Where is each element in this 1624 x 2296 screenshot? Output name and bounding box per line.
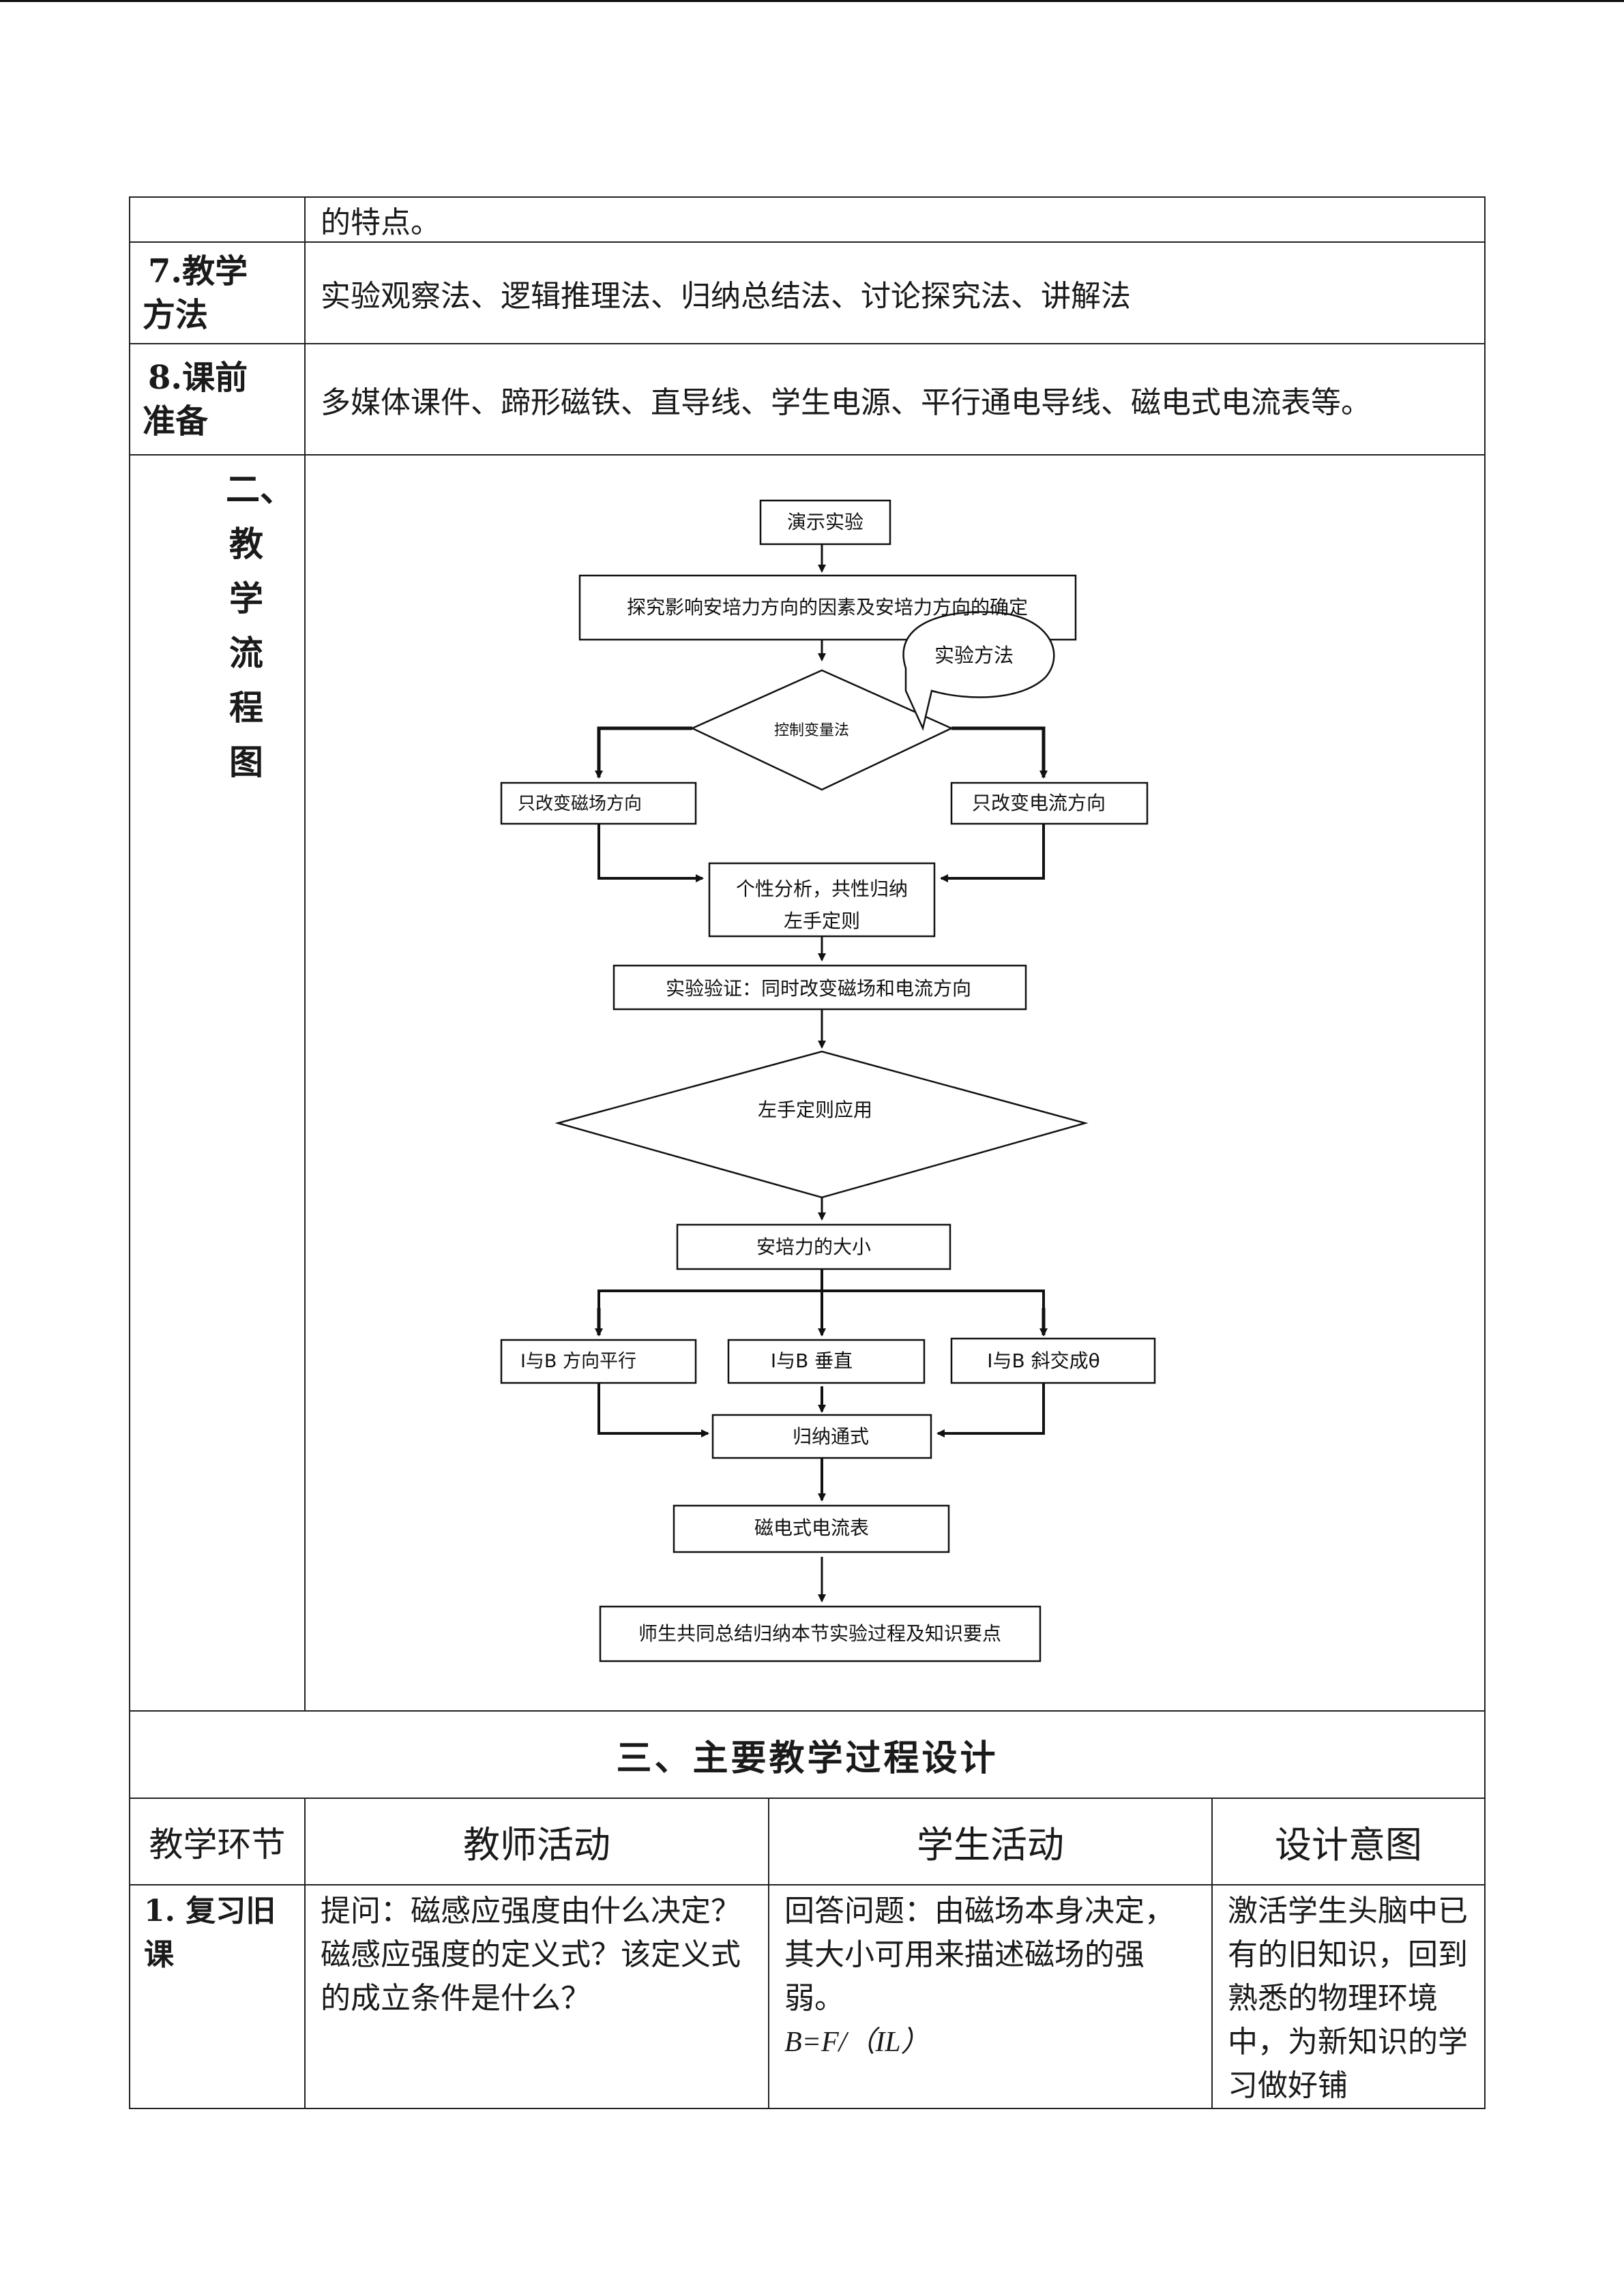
header-teacher: 教师活动 (304, 1798, 769, 1885)
node-demo (759, 499, 891, 546)
node-verify (612, 964, 1027, 1011)
flow-row: 二、教学流程图 (129, 454, 1486, 1712)
label-oblique: I与B 斜交成θ (987, 1350, 1100, 1372)
label-control: 控制变量法 (774, 722, 849, 739)
node-change-b (500, 781, 697, 825)
flow-label-cell: 二、教学流程图 (129, 454, 306, 1712)
flowchart: 演示实验 探究影响安培力方向的因素及安培力方向的确定 实验方法 控制变量法 只改… (500, 499, 1156, 1663)
node-parallel (500, 1339, 697, 1384)
label-apply: 左手定则应用 (758, 1099, 872, 1121)
node-oblique (950, 1337, 1156, 1384)
node-summary (599, 1605, 1042, 1663)
label-change-b: 只改变磁场方向 (518, 794, 642, 814)
arrow-changeb-analyze (597, 824, 704, 882)
label-verify: 实验验证：同时改变磁场和电流方向 (666, 977, 971, 1000)
header-row: 教学环节 教师活动 学生活动 设计意图 (129, 1798, 1486, 1885)
label-parallel: I与B 方向平行 (520, 1351, 636, 1372)
label-change-i: 只改变电流方向 (972, 792, 1106, 814)
label-analyze-1: 个性分析，共性归纳 (736, 878, 908, 900)
arrow-control-changei (951, 726, 1048, 779)
row-stage: 1. 复习旧课 (129, 1884, 306, 2109)
label-perpendicular: I与B 垂直 (771, 1350, 853, 1372)
empty-label-cell (129, 196, 306, 243)
flowchart-cell: 演示实验 探究影响安培力方向的因素及安培力方向的确定 实验方法 控制变量法 只改… (304, 454, 1486, 1712)
node-change-i (950, 781, 1149, 825)
label-demo: 演示实验 (787, 511, 863, 533)
page-top-border (0, 0, 1624, 2)
label-meter: 磁电式电流表 (754, 1517, 869, 1539)
label-magnitude: 安培力的大小 (756, 1236, 871, 1258)
method-label: 7.教学 方法 (129, 241, 306, 344)
label-explore: 探究影响安培力方向的因素及安培力方向的确定 (627, 596, 1028, 618)
header-intent: 设计意图 (1211, 1798, 1486, 1885)
flow-section-label: 二、教学流程图 (226, 469, 294, 782)
row-teacher: 提问：磁感应强度由什么决定？磁感应强度的定义式？该定义式的成立条件是什么？ (304, 1884, 769, 2109)
row-intent: 激活学生头脑中已有的旧知识，回到熟悉的物理环境中，为新知识的学习做好铺 (1211, 1884, 1486, 2109)
node-analyze (708, 862, 936, 938)
arrow-changei-analyze (940, 824, 1045, 882)
row-student-text: 回答问题：由磁场本身决定，其大小可用来描述磁场的强弱。 (784, 1894, 1175, 2016)
continuation-row: 的特点。 (129, 196, 1486, 243)
prep-content: 多媒体课件、蹄形磁铁、直导线、学生电源、平行通电导线、磁电式电流表等。 (304, 343, 1486, 456)
node-perpendicular (727, 1339, 926, 1384)
node-magnitude (676, 1223, 951, 1270)
node-formula (711, 1414, 932, 1459)
row-student-formula: B=F/（IL） (784, 2027, 930, 2058)
arrow-parallel-formula (597, 1383, 709, 1437)
method-content: 实验观察法、逻辑推理法、归纳总结法、讨论探究法、讲解法 (304, 241, 1486, 344)
node-meter (673, 1504, 950, 1553)
arrow-oblique-formula (936, 1383, 1045, 1437)
label-method-bubble: 实验方法 (934, 644, 1014, 667)
arrow-control-changeb (595, 726, 692, 779)
label-summary: 师生共同总结归纳本节实验过程及知识要点 (638, 1622, 1001, 1645)
row-student: 回答问题：由磁场本身决定，其大小可用来描述磁场的强弱。 B=F/（IL） (768, 1884, 1213, 2109)
continuation-text: 的特点。 (304, 196, 1486, 243)
table-row: 1. 复习旧课 提问：磁感应强度由什么决定？磁感应强度的定义式？该定义式的成立条… (129, 1884, 1486, 2109)
lesson-plan-table: 的特点。 7.教学 方法 实验观察法、逻辑推理法、归纳总结法、讨论探究法、讲解法… (128, 196, 1486, 2109)
section3-row: 三、主要教学过程设计 (128, 1710, 1486, 1799)
label-formula: 归纳通式 (793, 1425, 869, 1448)
prep-label: 8.课前 准备 (129, 343, 306, 456)
method-row: 7.教学 方法 实验观察法、逻辑推理法、归纳总结法、讨论探究法、讲解法 (129, 241, 1486, 344)
node-method-bubble (902, 611, 1055, 731)
label-analyze-2: 左手定则 (784, 910, 860, 932)
section3-title: 三、主要教学过程设计 (128, 1710, 1486, 1799)
node-control (690, 669, 954, 791)
prep-row: 8.课前 准备 多媒体课件、蹄形磁铁、直导线、学生电源、平行通电导线、磁电式电流… (129, 343, 1486, 456)
header-stage: 教学环节 (129, 1798, 306, 1885)
header-student: 学生活动 (768, 1798, 1213, 1885)
node-apply (555, 1050, 1089, 1199)
